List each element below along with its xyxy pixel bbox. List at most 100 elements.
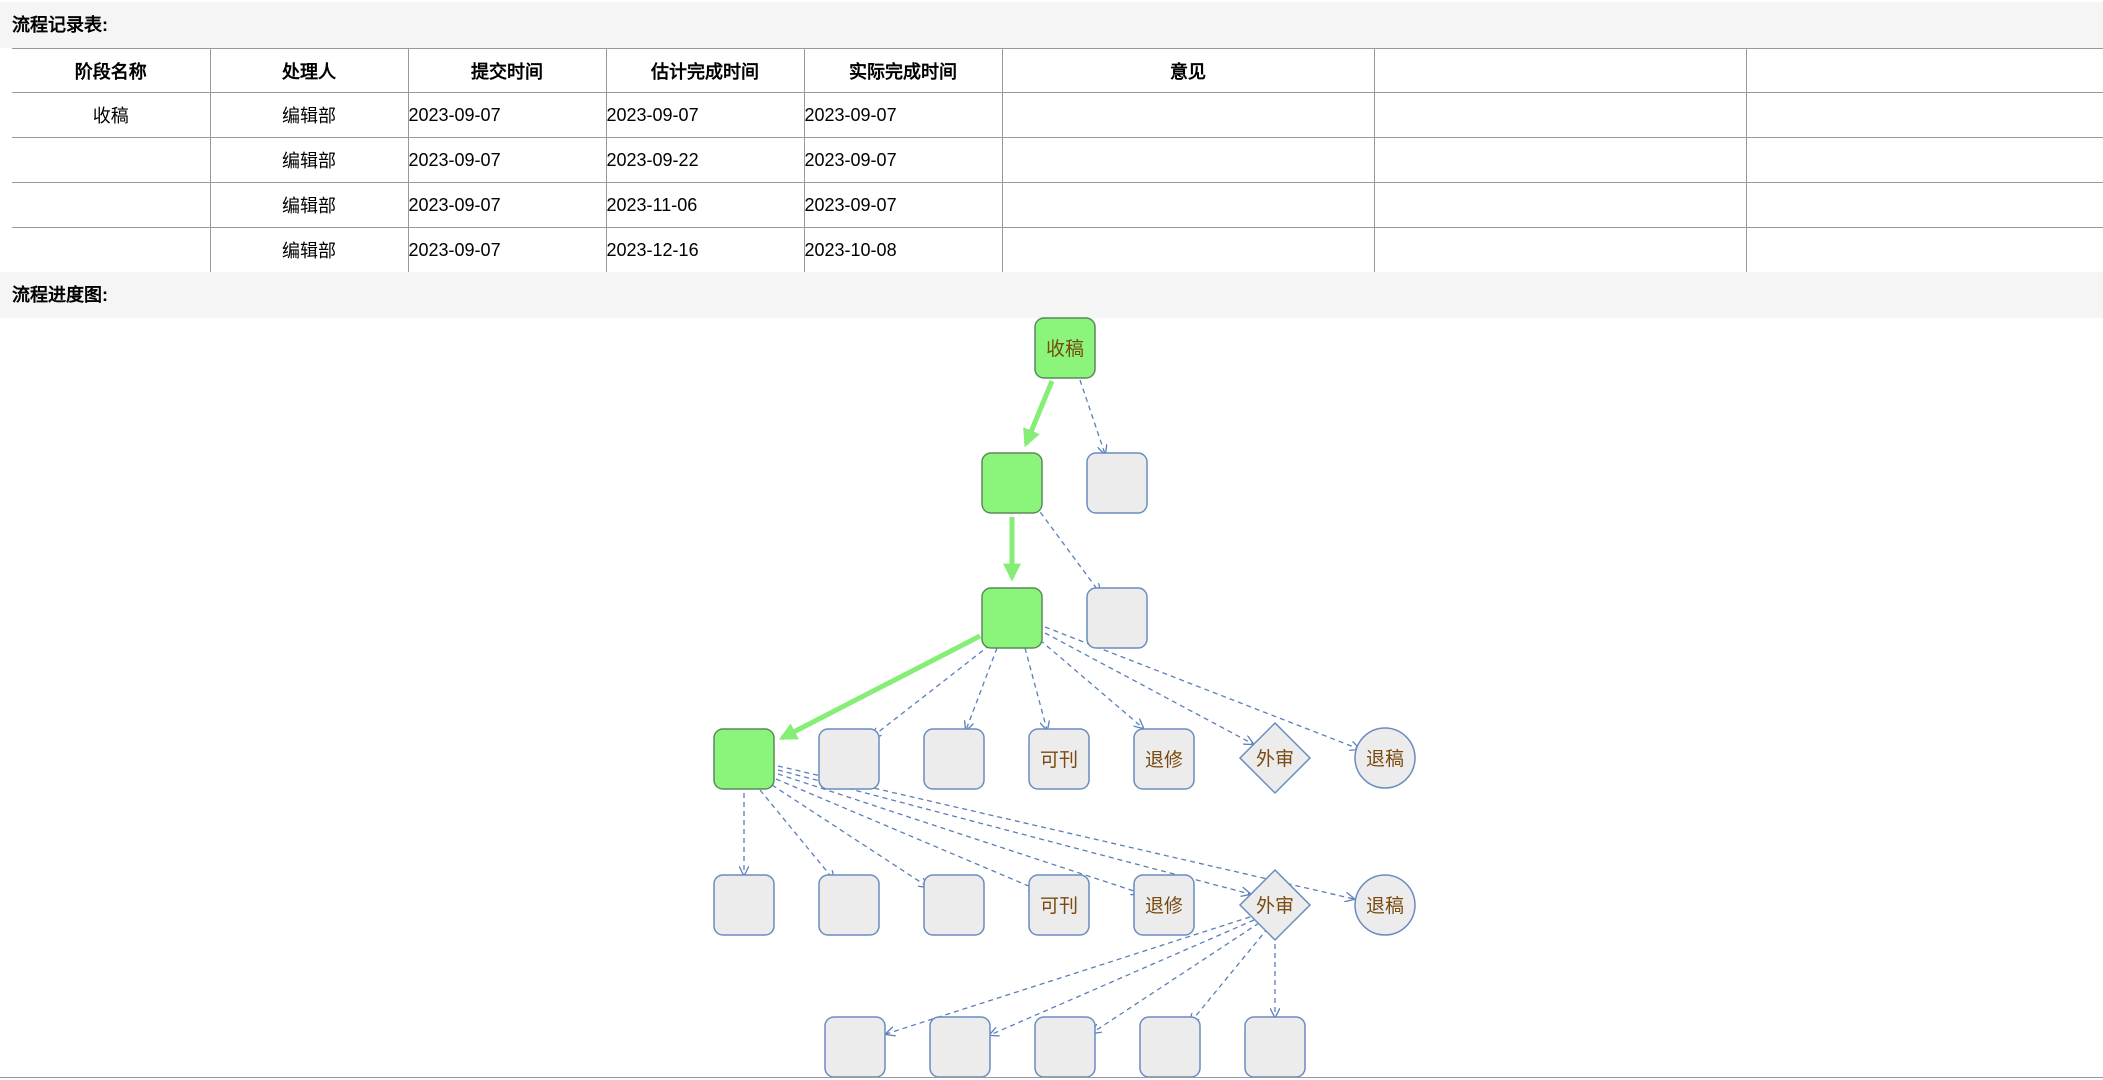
- cell-submitted: 2023-09-07: [408, 137, 607, 183]
- cell-opinion: [1002, 182, 1375, 228]
- flow-node-pending[interactable]: [1086, 587, 1148, 649]
- cell-estimated: 2023-09-07: [606, 92, 805, 138]
- cell-opinion: [1002, 137, 1375, 183]
- table-row: 编辑部 2023-09-07 2023-11-06 2023-09-07: [12, 182, 2103, 228]
- flow-node-pending[interactable]: [824, 1016, 886, 1078]
- flow-node-completed[interactable]: 收稿: [1034, 317, 1096, 379]
- node-box: [818, 728, 880, 790]
- flow-nodes: 收稿可刊退修外审退稿可刊退修外审退稿: [713, 317, 1416, 1078]
- node-box: [1028, 728, 1090, 790]
- cell-extra: [1746, 137, 2103, 183]
- flow-arrow-pending: [1092, 922, 1260, 1033]
- flow-node-pending[interactable]: [929, 1016, 991, 1078]
- flow-arrow-completed: [778, 633, 982, 741]
- node-label: 可刊: [1040, 749, 1078, 771]
- flow-node-completed[interactable]: [713, 728, 775, 790]
- flow-node-pending[interactable]: 退稿: [1354, 727, 1416, 789]
- records-table: 阶段名称 处理人 提交时间 估计完成时间 实际完成时间 意见 收稿 编辑部 20…: [12, 48, 2103, 272]
- bottom-divider: [0, 1077, 2103, 1078]
- node-box: [818, 874, 880, 936]
- node-box: [1133, 728, 1195, 790]
- flow-arrow-pending: [1079, 379, 1105, 454]
- flow-arrow-pending: [990, 919, 1255, 1035]
- flow-edges: [744, 379, 1359, 1035]
- flow-node-pending[interactable]: 可刊: [1028, 874, 1090, 936]
- table-row: 编辑部 2023-09-07 2023-12-16 2023-10-08: [12, 227, 2103, 272]
- flow-arrow-pending: [1039, 639, 1143, 728]
- node-box: [981, 587, 1043, 649]
- node-box: [923, 728, 985, 790]
- flow-node-pending[interactable]: 外审: [1238, 721, 1312, 795]
- cell-stage: [12, 182, 211, 228]
- node-box: [1086, 452, 1148, 514]
- node-diamond: [1238, 721, 1312, 795]
- table-row: 收稿 编辑部 2023-09-07 2023-09-07 2023-09-07: [12, 92, 2103, 138]
- node-circle: [1354, 727, 1416, 789]
- records-section-title: 流程记录表:: [0, 2, 2103, 48]
- flow-arrow-completed: [1023, 380, 1055, 448]
- flow-arrow-pending: [775, 778, 1038, 890]
- flow-node-pending[interactable]: [818, 874, 880, 936]
- cell-extra: [1746, 92, 2103, 138]
- node-box: [1034, 317, 1096, 379]
- flow-node-pending[interactable]: 外审: [1238, 868, 1312, 942]
- cell-opinion: [1002, 227, 1375, 272]
- cell-opinion: [1002, 92, 1375, 138]
- flow-node-pending[interactable]: 退修: [1133, 728, 1195, 790]
- node-box: [1244, 1016, 1306, 1078]
- node-box: [923, 874, 985, 936]
- cell-submitted: 2023-09-07: [408, 227, 607, 272]
- flow-node-pending[interactable]: [923, 728, 985, 790]
- cell-submitted: 2023-09-07: [408, 92, 607, 138]
- cell-stage: [12, 137, 211, 183]
- flow-arrow-pending: [777, 769, 1250, 894]
- flow-node-pending[interactable]: [1139, 1016, 1201, 1078]
- node-label: 外审: [1256, 895, 1294, 917]
- flow-node-pending[interactable]: [713, 874, 775, 936]
- node-box: [824, 1016, 886, 1078]
- flow-node-pending[interactable]: 退修: [1133, 874, 1195, 936]
- cell-estimated: 2023-12-16: [606, 227, 805, 272]
- node-label: 可刊: [1040, 895, 1078, 917]
- node-label: 外审: [1256, 748, 1294, 770]
- cell-actual: 2023-09-07: [804, 92, 1003, 138]
- cell-actual: 2023-09-07: [804, 137, 1003, 183]
- flow-node-completed[interactable]: [981, 452, 1043, 514]
- flow-node-pending[interactable]: 可刊: [1028, 728, 1090, 790]
- col-header-submitted: 提交时间: [408, 48, 607, 93]
- flow-node-pending[interactable]: 退稿: [1354, 874, 1416, 936]
- cell-extra: [1746, 182, 2103, 228]
- flow-arrow-pending: [1034, 504, 1100, 593]
- node-circle: [1354, 874, 1416, 936]
- table-header-row: 阶段名称 处理人 提交时间 估计完成时间 实际完成时间 意见: [12, 48, 2103, 93]
- flow-arrow-pending: [759, 789, 834, 880]
- flow-node-pending[interactable]: [1244, 1016, 1306, 1078]
- cell-estimated: 2023-09-22: [606, 137, 805, 183]
- cell-stage: 收稿: [12, 92, 211, 138]
- cell-handler: 编辑部: [210, 92, 409, 138]
- node-box: [713, 874, 775, 936]
- cell-extra: [1374, 137, 1747, 183]
- cell-handler: 编辑部: [210, 227, 409, 272]
- flow-node-pending[interactable]: [1034, 1016, 1096, 1078]
- flow-node-pending[interactable]: [1086, 452, 1148, 514]
- progress-section-title: 流程进度图:: [0, 272, 2103, 318]
- col-header-actual: 实际完成时间: [804, 48, 1003, 93]
- flow-node-pending[interactable]: [818, 728, 880, 790]
- col-header-opinion: 意见: [1002, 48, 1375, 93]
- flow-arrow-pending: [1044, 632, 1253, 744]
- flow-node-pending[interactable]: [923, 874, 985, 936]
- table-row: 编辑部 2023-09-07 2023-09-22 2023-09-07: [12, 137, 2103, 183]
- cell-estimated: 2023-11-06: [606, 182, 805, 228]
- node-box: [929, 1016, 991, 1078]
- node-label: 退稿: [1366, 895, 1404, 917]
- flow-node-completed[interactable]: [981, 587, 1043, 649]
- col-header-handler: 处理人: [210, 48, 409, 93]
- flow-arrow-pending: [886, 916, 1251, 1034]
- node-box: [1028, 874, 1090, 936]
- node-box: [1034, 1016, 1096, 1078]
- node-box: [1086, 587, 1148, 649]
- cell-actual: 2023-09-07: [804, 182, 1003, 228]
- col-header-stage: 阶段名称: [12, 48, 211, 93]
